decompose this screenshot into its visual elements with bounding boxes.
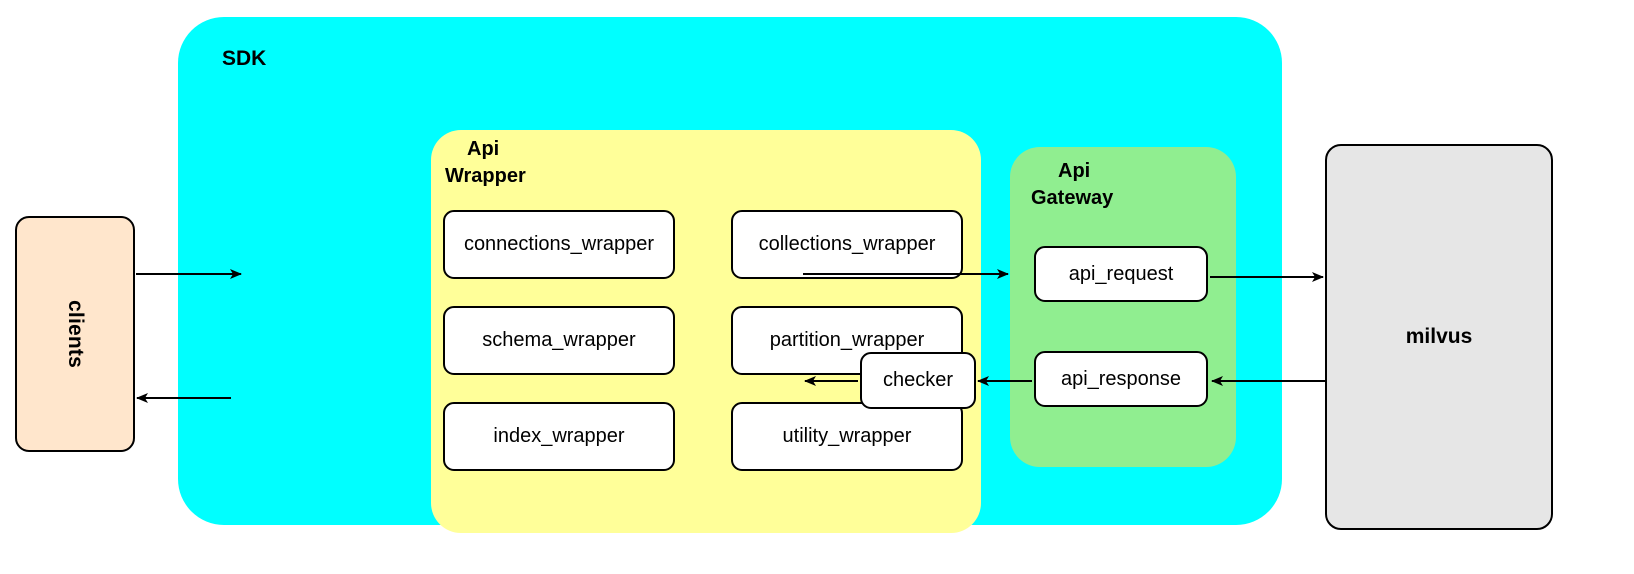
milvus-node[interactable]: milvus — [1325, 144, 1553, 530]
wrapper-item-collections[interactable]: collections_wrapper — [731, 210, 963, 279]
wrapper-item-partition[interactable]: partition_wrapper — [731, 306, 963, 375]
wrapper-item-schema[interactable]: schema_wrapper — [443, 306, 675, 375]
clients-label: clients — [64, 300, 87, 368]
api-gateway-title-line2: Gateway — [1031, 187, 1114, 209]
api-wrapper-title-line2: Wrapper — [445, 165, 526, 187]
gateway-item-api-response[interactable]: api_response — [1034, 351, 1208, 407]
wrapper-item-index[interactable]: index_wrapper — [443, 402, 675, 471]
api-wrapper-title-line1: Api — [467, 138, 500, 160]
wrapper-item-connections[interactable]: connections_wrapper — [443, 210, 675, 279]
clients-node[interactable]: clients — [15, 216, 135, 452]
gateway-item-api-request[interactable]: api_request — [1034, 246, 1208, 302]
api-wrapper-container: Api Wrapper connections_wrapper collecti… — [431, 130, 981, 533]
sdk-label: SDK — [222, 47, 267, 70]
api-gateway-title-line1: Api — [1058, 160, 1091, 182]
sdk-container: SDK Api Wrapper connections_wrapper coll… — [178, 17, 1282, 533]
api-wrapper-title: Api Wrapper — [445, 136, 645, 190]
api-gateway-container: Api Gateway api_request api_response — [1010, 147, 1236, 467]
wrapper-item-utility[interactable]: utility_wrapper — [731, 402, 963, 471]
checker-node[interactable]: checker — [860, 352, 976, 409]
api-gateway-title: Api Gateway — [1020, 158, 1230, 212]
